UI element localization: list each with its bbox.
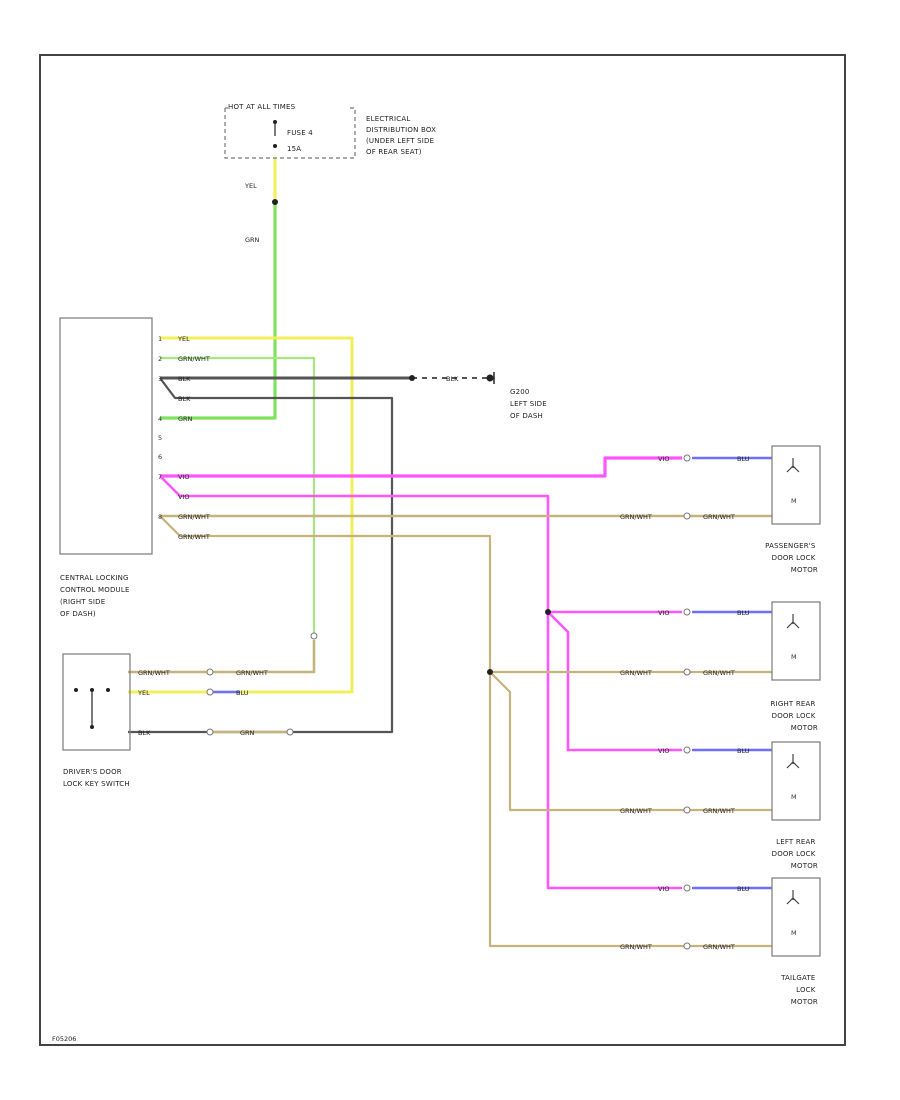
motor-passenger: M PASSENGER'S DOOR LOCK MOTOR: [765, 445, 821, 574]
driver-door-switch: DRIVER'S DOOR LOCK KEY SWITCH: [62, 653, 131, 788]
splice-fuse: [272, 199, 278, 205]
svg-text:LEFT SIDE: LEFT SIDE: [510, 400, 547, 408]
svg-text:YEL: YEL: [137, 689, 150, 697]
svg-text:VIO: VIO: [658, 455, 669, 463]
svg-text:GRN/WHT: GRN/WHT: [620, 943, 652, 951]
motor-tailgate: M TAILGATE LOCK MOTOR: [771, 877, 821, 1006]
svg-text:M: M: [791, 793, 797, 801]
svg-text:VIO: VIO: [658, 885, 669, 893]
svg-text:2: 2: [158, 355, 162, 363]
svg-text:RIGHT REAR DOOR LOCK: RIGHT REAR DOOR LOCK MOTOR: [771, 700, 819, 732]
splice-tan: [487, 669, 493, 675]
svg-text:5: 5: [158, 434, 162, 442]
svg-text:GRN/WHT: GRN/WHT: [178, 355, 210, 363]
svg-text:M: M: [791, 497, 797, 505]
svg-text:G200: G200: [510, 388, 530, 396]
fuse-location: ELECTRICAL DISTRIBUTION BOX (UNDER LEFT …: [366, 115, 439, 156]
wire-blk-switch: [128, 377, 394, 734]
fuse-label: FUSE 4: [287, 129, 313, 137]
svg-text:BLU: BLU: [737, 609, 750, 617]
wire-tan-switch: [128, 640, 316, 674]
svg-text:BLK: BLK: [178, 375, 191, 383]
svg-text:PASSENGER'S DOOR LOCK: PASSENGER'S DOOR LOCK MOTOR: [765, 542, 818, 574]
svg-text:GRN/WHT: GRN/WHT: [178, 513, 210, 521]
wire-vio-lr: [547, 611, 682, 752]
svg-text:GRN/WHT: GRN/WHT: [620, 669, 652, 677]
svg-text:BLU: BLU: [737, 747, 750, 755]
footer-code: F05206: [52, 1035, 76, 1043]
fuse-hot-label: HOT AT ALL TIMES: [228, 103, 296, 111]
svg-text:M: M: [791, 929, 797, 937]
svg-text:VIO: VIO: [178, 473, 189, 481]
wire-labels: YEL GRN YEL GRN/WHT BLK BLK GRN VIO VIO …: [137, 182, 750, 951]
control-module: 1 2 3 4 5 6 7 8 CENTRAL LOCKING CONTROL …: [59, 317, 162, 618]
svg-text:YEL: YEL: [244, 182, 257, 190]
svg-text:BLK: BLK: [446, 375, 459, 383]
svg-text:GRN/WHT: GRN/WHT: [178, 533, 210, 541]
svg-text:BLK: BLK: [138, 729, 151, 737]
svg-text:GRN/WHT: GRN/WHT: [620, 513, 652, 521]
svg-text:GRN/WHT: GRN/WHT: [138, 669, 170, 677]
svg-text:M: M: [791, 653, 797, 661]
fuse-rating: 15A: [287, 145, 301, 153]
diagram-border: [39, 54, 846, 1046]
svg-text:VIO: VIO: [658, 609, 669, 617]
svg-text:GRN: GRN: [240, 729, 255, 737]
svg-text:BLK: BLK: [178, 395, 191, 403]
svg-text:BLU: BLU: [737, 885, 750, 893]
svg-text:GRN: GRN: [245, 236, 260, 244]
svg-text:GRN/WHT: GRN/WHT: [620, 807, 652, 815]
svg-text:GRN/WHT: GRN/WHT: [703, 669, 735, 677]
connectors: [206, 454, 691, 950]
wire-vio-module-b: [159, 475, 682, 890]
svg-text:7: 7: [158, 473, 162, 481]
ground-symbol: [486, 372, 495, 384]
wire-grnwht-module: [160, 356, 316, 638]
wire-grn-trunk: [160, 202, 277, 420]
svg-text:VIO: VIO: [178, 493, 189, 501]
svg-text:GRN/WHT: GRN/WHT: [703, 807, 735, 815]
splices: [272, 199, 551, 675]
ground-label: G200 LEFT SIDE OF DASH: [510, 388, 547, 420]
wire-vio-module-a: [160, 456, 682, 478]
svg-text:YEL: YEL: [177, 335, 190, 343]
svg-text:BLU: BLU: [737, 455, 750, 463]
svg-text:6: 6: [158, 453, 162, 461]
svg-text:OF DASH: OF DASH: [510, 412, 543, 420]
module-pins: 1 2 3 4 5 6 7 8: [158, 335, 162, 521]
svg-text:VIO: VIO: [658, 747, 669, 755]
switch-label: DRIVER'S DOOR LOCK KEY SWITCH: [63, 768, 130, 788]
wire-tan-module-b: [159, 515, 772, 948]
svg-text:GRN: GRN: [178, 415, 193, 423]
motor-left-rear: M LEFT REAR DOOR LOCK MOTOR: [771, 741, 821, 870]
splice-vio: [545, 609, 551, 615]
svg-text:4: 4: [158, 415, 162, 423]
svg-text:1: 1: [158, 335, 162, 343]
motor-right-rear: M RIGHT REAR DOOR LOCK MOTOR: [771, 601, 821, 732]
svg-text:GRN/WHT: GRN/WHT: [703, 943, 735, 951]
wire-tan-lr: [489, 671, 772, 812]
fuse-block: HOT AT ALL TIMES FUSE 4 15A ELECTRICAL D…: [224, 103, 439, 159]
splice-ground: [409, 375, 415, 381]
svg-text:3: 3: [158, 375, 162, 383]
svg-text:GRN/WHT: GRN/WHT: [703, 513, 735, 521]
svg-text:8: 8: [158, 513, 162, 521]
svg-text:TAILGATE LOCK MOTO: TAILGATE LOCK MOTOR: [780, 974, 818, 1006]
module-label: CENTRAL LOCKING CONTROL MODULE (RIGHT SI…: [60, 574, 132, 618]
wires: [128, 158, 772, 948]
svg-text:BLU: BLU: [236, 689, 249, 697]
svg-text:GRN/WHT: GRN/WHT: [236, 669, 268, 677]
svg-text:LEFT REAR DOOR LOCK: LEFT REAR DOOR LOCK MOTOR: [772, 838, 818, 870]
